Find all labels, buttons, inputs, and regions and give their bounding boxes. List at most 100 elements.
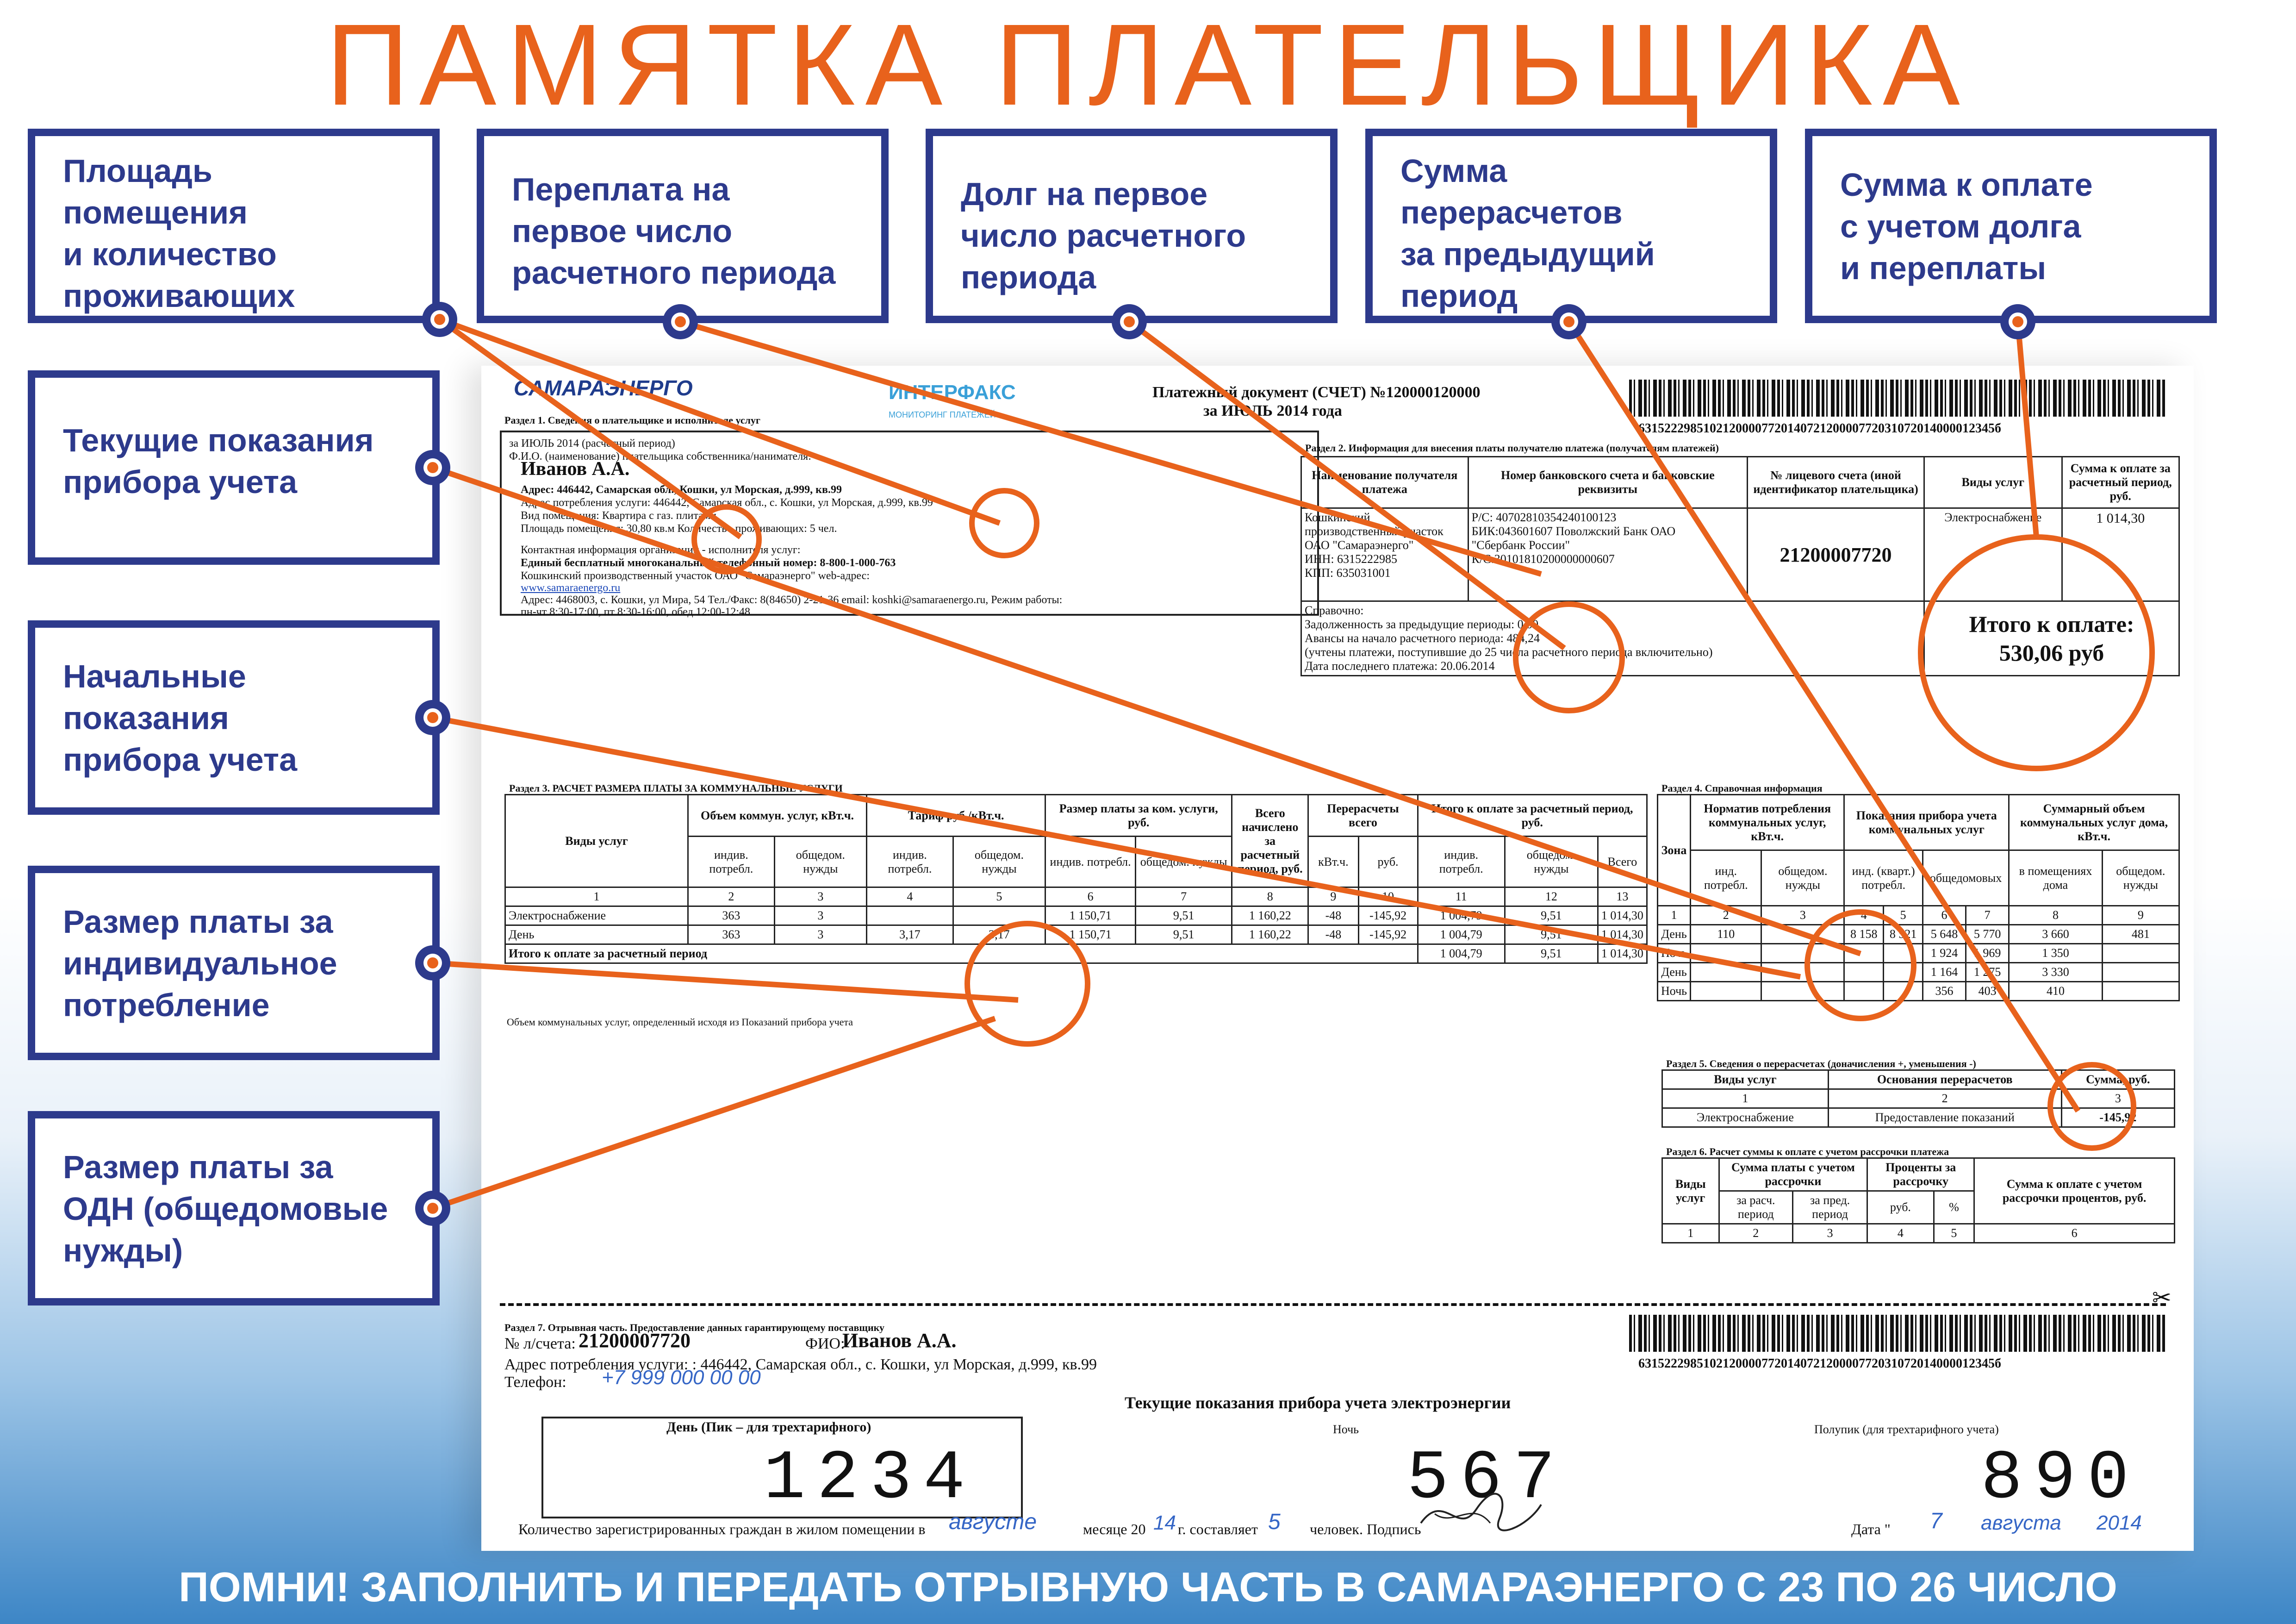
s5-num: 2 — [1827, 1088, 2062, 1109]
callout-text: проживающих — [63, 278, 295, 314]
highlight-circle — [1513, 601, 1625, 713]
callout-text: за предыдущий — [1400, 236, 1655, 272]
section3-table: Виды услуг Объем коммун. услуг, кВт.ч. Т… — [504, 794, 1648, 964]
s2-recipient-line: ОАО "Самараэнерго" — [1305, 538, 1414, 552]
s4-cell: 8 158 — [1843, 924, 1885, 944]
callout-text: прибора учета — [63, 464, 297, 500]
s7-day-value[interactable]: 1234 — [764, 1440, 977, 1518]
callout-text: Начальные — [63, 658, 246, 694]
barcode-top — [1629, 380, 2166, 417]
page-title: ПАМЯТКА ПЛАТЕЛЬЩИКА — [326, 0, 1970, 129]
s6-head: Сумма платы с учетом рассрочки — [1718, 1157, 1868, 1192]
s3-cell: 1 014,30 — [1597, 906, 1648, 926]
s7-fio-label: ФИО: — [805, 1335, 845, 1352]
callout-text: помещения — [63, 194, 248, 231]
s6-head: Виды услуг — [1661, 1157, 1720, 1224]
s3-num: 8 — [1231, 887, 1309, 907]
s1-period: за ИЮЛЬ 2014 (расчетный период) — [509, 437, 675, 450]
s6-num: 5 — [1933, 1223, 1975, 1243]
s7-date-day[interactable]: 7 — [1930, 1509, 1942, 1533]
s7-date-month[interactable]: августа — [1981, 1512, 2061, 1534]
callout-text: и переплаты — [1840, 250, 2047, 286]
section7-title: Раздел 7. Отрывная часть. Предоставление… — [504, 1322, 885, 1333]
s7-year-short[interactable]: 14 — [1153, 1512, 1176, 1534]
callout-text: Долг на первое — [961, 176, 1208, 212]
s7-phone[interactable]: +7 999 000 00 00 — [602, 1366, 761, 1389]
section5-title: Раздел 5. Сведения о перерасчетах (донач… — [1666, 1058, 1976, 1069]
s3-head: Итого к оплате за расчетный период, руб. — [1417, 794, 1648, 837]
payment-document: САМАРАЭНЕРГО ИНТЕРФАКС МОНИТОРИНГ ПЛАТЕЖ… — [481, 366, 2194, 1551]
s3-head: Объем коммун. услуг, кВт.ч. — [687, 794, 868, 837]
s7-date-year[interactable]: 2014 — [2097, 1512, 2142, 1534]
callout-current-readings: Текущие показания прибора учета — [28, 370, 440, 565]
s7-account-label: № л/счета: — [504, 1335, 576, 1352]
s3-head: Виды услуг — [504, 794, 689, 888]
s5-num: 3 — [2060, 1088, 2176, 1109]
s3-sub: индив. потребл. — [866, 836, 954, 888]
s3-sub: руб. — [1357, 836, 1419, 888]
s3-sub: индив. потребл. — [1417, 836, 1506, 888]
callout-text: прибора учета — [63, 742, 297, 778]
s2-info: Справочно: Задолженность за предыдущие п… — [1300, 600, 1925, 676]
callout-text: с учетом долга — [1840, 208, 2081, 244]
signature[interactable] — [1416, 1486, 1546, 1537]
s1-name: Иванов А.А. — [521, 458, 630, 480]
s4-cell — [1761, 924, 1845, 944]
connector-line — [438, 317, 742, 539]
s1-web-link[interactable]: www.samaraenergo.ru — [521, 582, 621, 594]
s4-num: 9 — [2101, 905, 2180, 925]
s2-bank: Р/С: 40702810354240100123 БИК:043601607 … — [1467, 507, 1748, 602]
s7-people[interactable]: 5 — [1268, 1510, 1281, 1534]
callout-overpay: Переплата на первое число расчетного пер… — [477, 129, 889, 323]
s7-halfpeak-value[interactable]: 890 — [1981, 1440, 2141, 1518]
s4-cell: День — [1656, 924, 1692, 944]
s4-num: 7 — [1965, 905, 2010, 925]
callout-odn: Размер платы за ОДН (общедомовые нужды) — [28, 1111, 440, 1305]
s2-account: 21200007720 — [1747, 507, 1925, 602]
s7-month[interactable]: августе — [949, 1510, 1037, 1534]
callout-text: Площадь — [63, 153, 212, 189]
callout-text: число расчетного — [961, 218, 1246, 254]
s4-cell: 1 350 — [2008, 943, 2103, 963]
s4-cell — [2101, 981, 2180, 1001]
s7-reg-text2: месяце 20 — [1083, 1521, 1146, 1537]
s3-head: Размер платы за ком. услуги, руб. — [1045, 794, 1233, 837]
connector-line — [1566, 320, 2081, 1113]
callout-text: периода — [961, 259, 1096, 295]
s3-cell: 3,17 — [866, 924, 954, 945]
s3-cell: -48 — [1307, 906, 1359, 926]
s5-cell: Предоставление показаний — [1827, 1107, 2062, 1128]
s3-cell: -145,92 — [1357, 924, 1419, 945]
s4-cell: День — [1656, 962, 1692, 982]
s3-cell: 363 — [687, 924, 775, 945]
s7-night-value[interactable]: 567 — [1407, 1440, 1567, 1518]
callout-text: первое число — [512, 213, 733, 249]
s4-cell — [1690, 981, 1762, 1001]
s3-cell: День — [504, 924, 689, 945]
section2-table: Наименование получателя платежа Номер ба… — [1300, 456, 2180, 676]
s3-sub: индив. потребл. — [687, 836, 775, 888]
connector-line — [1127, 319, 1566, 650]
s7-phone-label: Телефон: — [504, 1374, 566, 1391]
s4-cell — [2101, 943, 2180, 963]
table-row-total: Итого к оплате за расчетный период 1 004… — [504, 943, 1648, 964]
callout-text: потребление — [63, 987, 270, 1023]
s2-recipient-line: ИНН: 6315222985 — [1305, 552, 1398, 566]
callout-text: Сумма — [1400, 153, 1507, 189]
s4-num: 8 — [2008, 905, 2103, 925]
callout-text: Размер платы за — [63, 904, 333, 940]
s3-cell: 1 150,71 — [1045, 924, 1137, 945]
highlight-circle — [964, 921, 1090, 1047]
s3-cell: 3 — [773, 906, 868, 926]
s2-bank-line: БИК:043601607 Поволжский Банк ОАО — [1471, 525, 1676, 538]
callout-debt: Долг на первое число расчетного периода — [926, 129, 1338, 323]
connector-line — [2015, 321, 2039, 537]
callout-text: период — [1400, 278, 1518, 314]
callout-recalc: Сумма перерасчетов за предыдущий период — [1365, 129, 1777, 323]
s3-cell: 1 004,79 — [1417, 924, 1506, 945]
s2-info-line: Справочно: — [1305, 604, 1364, 617]
